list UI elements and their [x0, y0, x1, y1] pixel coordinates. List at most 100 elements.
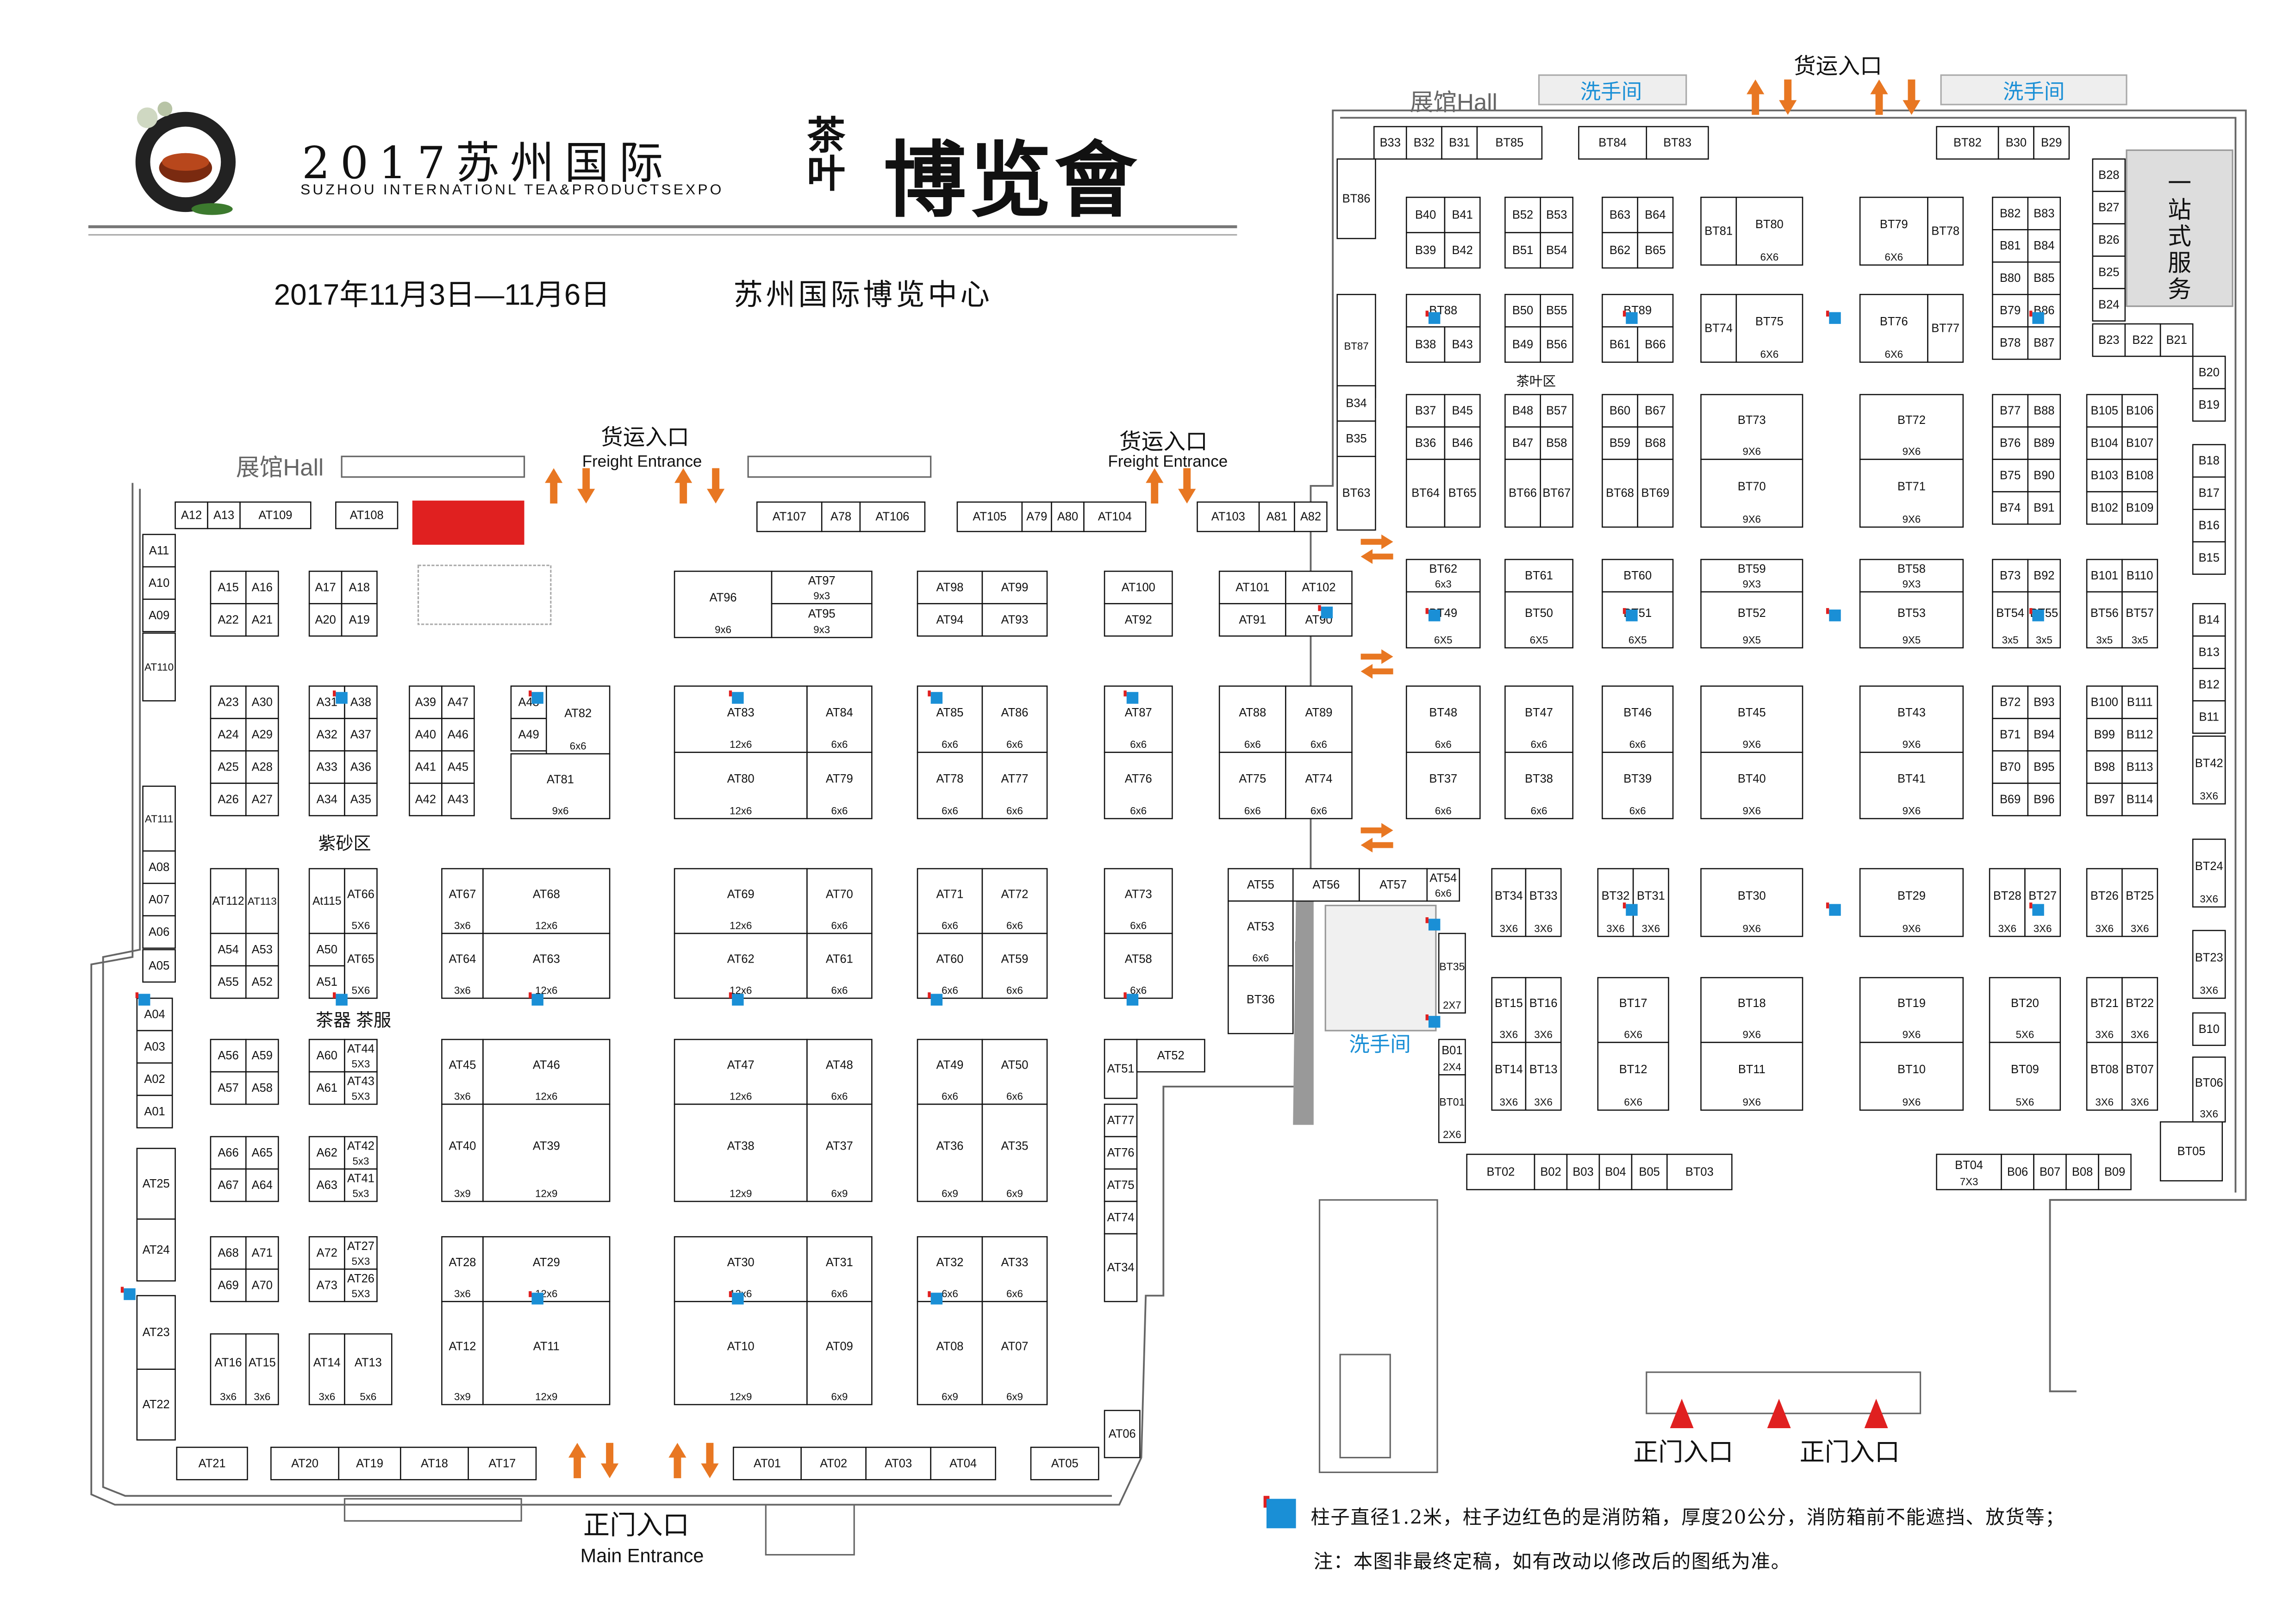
booth-label: BT86	[1342, 192, 1371, 205]
tealeaf-zone-label: 茶叶区	[1516, 374, 1556, 389]
booth-label: A16	[252, 581, 273, 594]
booth-label: AT36	[936, 1140, 964, 1153]
booth-at93	[981, 603, 1048, 637]
booth-label: AT23	[143, 1326, 170, 1339]
booth-label: AT96	[710, 591, 737, 604]
booth-b70	[1992, 750, 2029, 784]
booth-bt61	[1504, 559, 1574, 593]
booth-size: 2X7	[1443, 999, 1461, 1011]
arrow-down-icon	[707, 468, 725, 504]
booth-at64	[441, 933, 484, 999]
booth-label: A05	[149, 959, 169, 972]
booth-label: A70	[252, 1279, 273, 1292]
booth-bt71	[1859, 459, 1964, 528]
booth-a02	[136, 1062, 173, 1096]
booth-label: AT34	[1107, 1261, 1135, 1274]
booth-size: 3X6	[2200, 893, 2218, 905]
booth-at63	[482, 933, 611, 999]
booth-bt79	[1859, 197, 1928, 266]
booth-label: B114	[2127, 793, 2153, 806]
booth-label: AT97	[808, 574, 836, 587]
booth-label: AT92	[1125, 613, 1152, 626]
booth-size: 6x6	[1130, 805, 1147, 816]
booth-label: B64	[1645, 208, 1666, 221]
booth-size: 3x5	[2132, 634, 2148, 646]
booth-b12	[2192, 668, 2226, 702]
booth-at66	[344, 868, 378, 934]
booth-label: BT78	[1931, 224, 1959, 237]
booth-size: 3X6	[2095, 923, 2114, 934]
booth-at45	[441, 1038, 484, 1105]
booth-label: AT20	[291, 1457, 318, 1470]
booth-size: 3X6	[2131, 1096, 2149, 1108]
pillar-icon	[2032, 609, 2044, 622]
booth-label: AT27	[347, 1240, 374, 1253]
booth-label: A57	[218, 1082, 238, 1094]
booth-bt65	[1444, 459, 1481, 528]
booth-a73	[308, 1269, 345, 1302]
booth-label: AT45	[449, 1059, 476, 1072]
restroom-label-1: 洗手间	[1580, 81, 1642, 103]
arrow-down-icon	[1178, 468, 1196, 504]
booth-label: AT03	[885, 1457, 912, 1470]
booth-label: AT99	[1001, 581, 1029, 594]
booth-label: A32	[317, 728, 337, 741]
booth-label: A07	[149, 893, 169, 906]
booth-size: 6x6	[831, 984, 848, 996]
booth-label: BT75	[1755, 315, 1784, 328]
booth-at105	[956, 501, 1023, 532]
booth-label: B100	[2091, 696, 2118, 709]
pillar-icon	[336, 692, 348, 704]
booth-bt41	[1859, 752, 1964, 820]
booth-label: B110	[2127, 569, 2153, 582]
booth-label: B36	[1415, 437, 1436, 450]
arrow-left-icon	[1360, 549, 1393, 564]
booth-at36	[917, 1103, 983, 1202]
booth-label: AT85	[936, 706, 964, 719]
booth-label: B112	[2127, 728, 2153, 741]
booth-b88	[2027, 394, 2061, 428]
booth-label: B109	[2126, 502, 2153, 515]
booth-at76	[1104, 1136, 1138, 1170]
arrow-down-icon	[577, 468, 595, 504]
booth-label: AT110	[144, 661, 174, 673]
booth-at51	[1104, 1038, 1138, 1099]
service-center-label: 服	[2168, 249, 2191, 276]
booth-label: AT95	[808, 608, 836, 621]
booth-label: AT08	[936, 1340, 964, 1353]
wall-gate-1	[341, 455, 525, 478]
booth-label: AT66	[347, 888, 374, 901]
booth-at21	[176, 1447, 248, 1480]
booth-label: B10	[2198, 1023, 2219, 1036]
booth-bt33	[1525, 868, 1562, 937]
booth-label: A40	[415, 728, 436, 741]
booth-label: BT29	[1897, 889, 1926, 902]
pillar-icon	[1126, 994, 1139, 1006]
booth-bt83	[1646, 126, 1709, 160]
booth-label: B101	[2091, 569, 2118, 582]
booth-size: 6X6	[1624, 1029, 1642, 1040]
booth-size: 9X6	[1742, 446, 1761, 457]
booth-label: B61	[1610, 338, 1630, 351]
booth-label: A64	[252, 1179, 273, 1192]
booth-size: 9X5	[1742, 634, 1761, 646]
booth-label: B40	[1415, 208, 1436, 221]
booth-b15	[2192, 541, 2226, 575]
hall-label-a: 展馆Hall	[236, 454, 324, 481]
booth-size: 5X6	[352, 984, 370, 996]
booth-label: B108	[2126, 469, 2153, 482]
booth-label: B67	[1645, 404, 1666, 417]
booth-label: B35	[1346, 432, 1366, 445]
booth-a82	[1294, 501, 1328, 532]
booth-size: 6x6	[942, 1091, 958, 1102]
booth-label: AT09	[826, 1340, 853, 1353]
booth-b89	[2027, 426, 2061, 460]
booth-label: A61	[317, 1082, 337, 1094]
booth-label: A26	[218, 793, 238, 806]
booth-label: BT71	[1897, 480, 1926, 493]
booth-bt62	[1405, 559, 1481, 593]
booth-label: B79	[2000, 304, 2021, 317]
booth-label: BT27	[2028, 889, 2057, 902]
booth-size: 9X3	[1903, 578, 1921, 590]
booth-b05	[1631, 1153, 1668, 1190]
